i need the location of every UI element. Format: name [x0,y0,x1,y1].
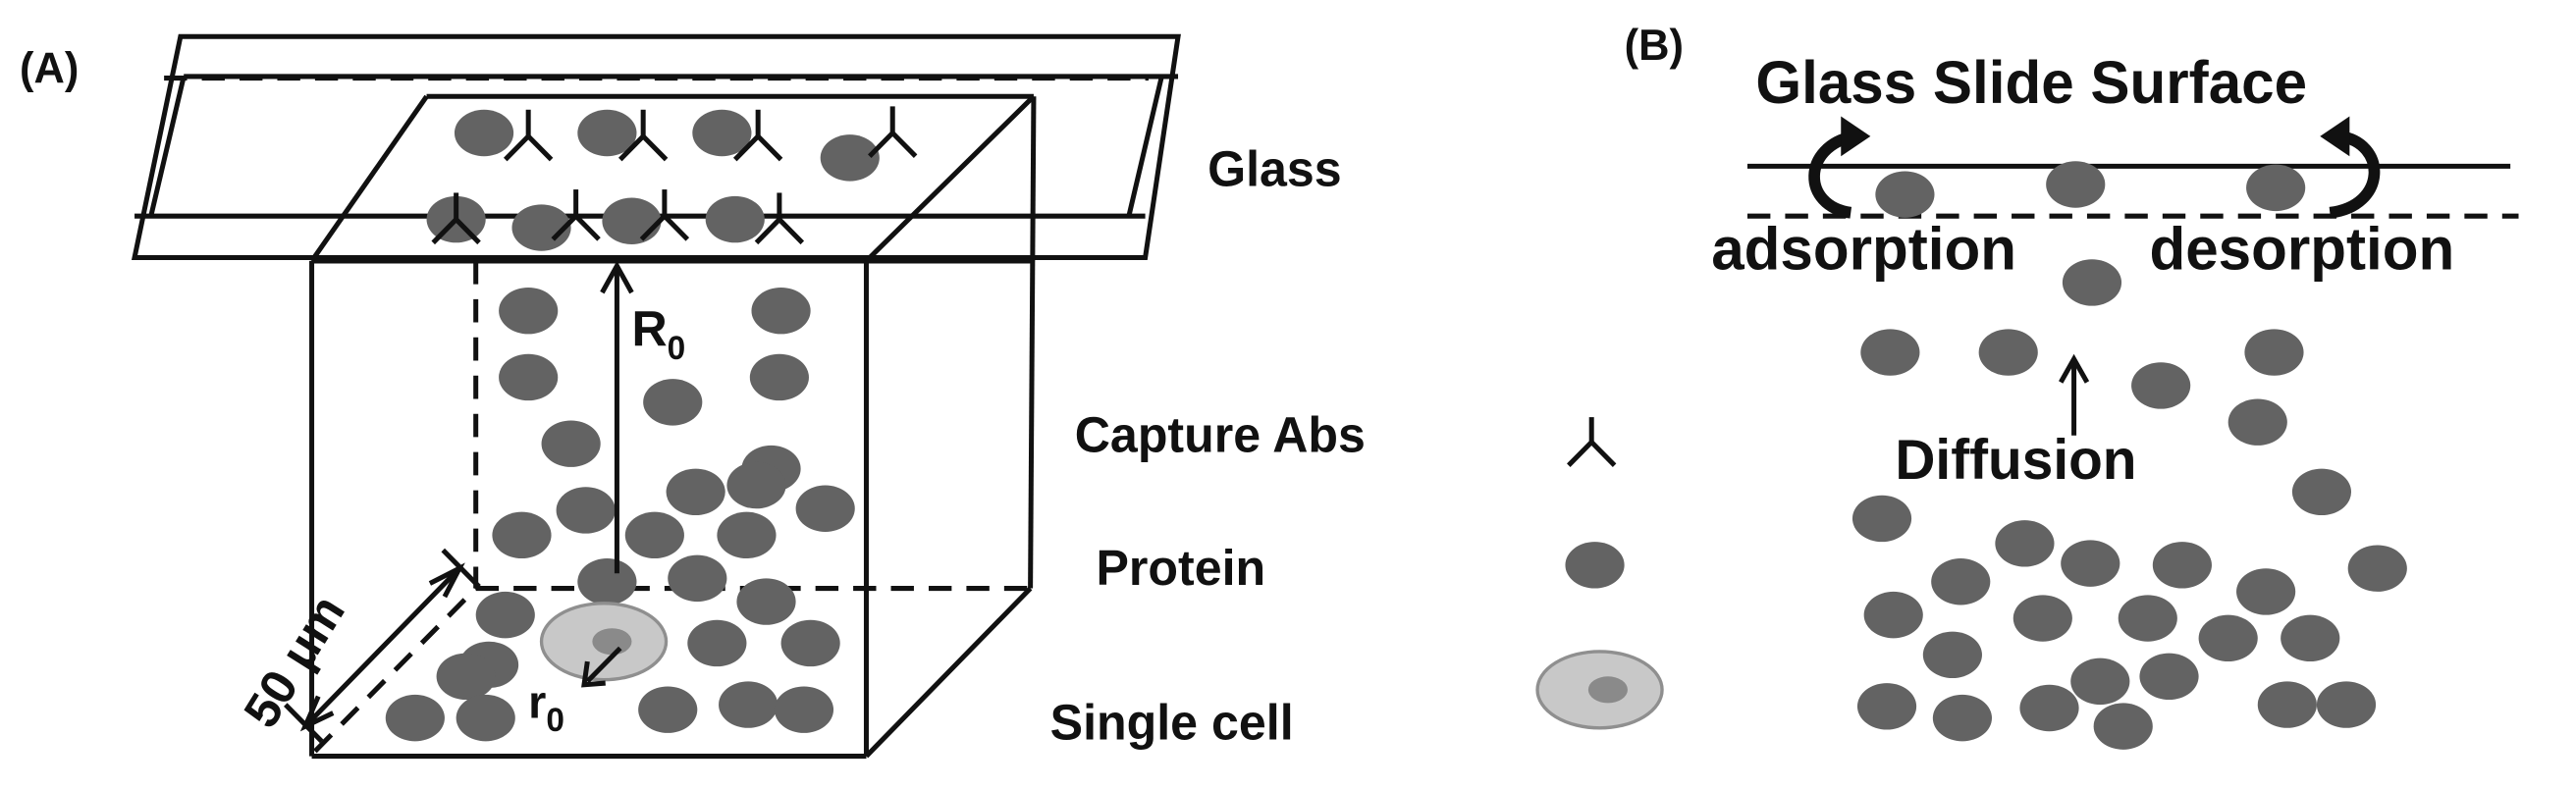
glass-label: Glass [1208,140,1342,196]
protein-dot [1860,329,1920,376]
protein-dot [1932,694,1993,742]
diffusion-arrow [2059,353,2090,436]
protein-dot [726,461,786,509]
protein-dot [385,694,445,742]
protein-dot [2227,398,2287,446]
capture-antibody [503,109,554,162]
protein-dot [2131,362,2191,409]
protein-dot [692,109,752,157]
protein-dot [795,485,855,532]
r0-label: R0 [631,300,685,367]
protein-dot [2281,614,2340,662]
small-r0-label: r0 [528,675,564,739]
protein-dot [666,468,725,516]
panel-a-capture-antibodies [431,106,918,245]
protein-dot [456,694,515,742]
desorption-arrow-icon [2320,116,2381,219]
adsorption-arrow-icon [1808,116,1871,219]
panel-b-label: (B) [1625,22,1684,70]
capture-antibody [868,106,918,158]
protein-dot [1931,558,1991,605]
protein-dot [492,511,552,559]
protein-dot [2070,658,2130,706]
protein-dot [436,653,496,701]
protein-dot [780,619,840,667]
protein-dot [2244,329,2304,376]
protein-dot [751,287,811,335]
protein-dot [2061,540,2120,587]
legend-single-cell-label: Single cell [1050,694,1294,750]
desorption-label: desorption [2149,215,2454,282]
protein-dot [541,420,601,467]
protein-dot [1852,495,1912,543]
protein-dot [1922,631,1982,678]
capture-antibody [732,109,783,162]
capture-antibody [431,192,481,245]
protein-dot [1978,329,2038,376]
panel-b-proteins [1852,161,2407,750]
capture-antibody [639,189,690,241]
legend-protein-label: Protein [1096,540,1265,596]
protein-dot [705,195,765,243]
protein-dot [749,353,809,401]
protein-dot [820,134,880,182]
protein-dot [1875,171,1935,218]
capture-antibody-icon [1567,417,1617,468]
protein-dot [556,487,616,534]
protein-dot [2118,595,2177,642]
dimension-marker [284,548,481,744]
protein-dot [774,686,834,733]
protein-dot [2246,164,2306,212]
single-cell-icon [539,602,669,682]
protein-dot [1856,683,1917,730]
protein-dot [2062,259,2122,306]
protein-dot [643,379,703,426]
r0-arrow [600,260,634,574]
capture-antibody [551,189,601,241]
protein-dot [624,511,684,559]
small-r0-arrow [581,646,622,688]
protein-dot [2152,542,2212,589]
protein-dot [736,578,796,625]
protein-dot [2236,568,2296,615]
protein-dot [475,591,535,639]
protein-dot [2046,161,2106,208]
protein-dot [602,197,662,244]
diffusion-label: Diffusion [1895,428,2136,491]
protein-dot [499,287,559,335]
panel-a-label: (A) [20,44,79,92]
chamber-box [309,93,1037,760]
legend-capture-abs-label: Capture Abs [1075,406,1366,462]
protein-dot [719,681,778,728]
protein-dot [1995,520,2055,567]
protein-dot [2257,681,2317,728]
protein-dot [2019,684,2079,732]
protein-dot [638,686,698,733]
protein-dot [2347,545,2407,592]
protein-icon [1565,542,1625,589]
adsorption-label: adsorption [1711,215,2016,282]
protein-dot [2139,653,2199,701]
protein-dot [2198,614,2258,662]
capture-antibody [617,109,669,162]
protein-dot [2093,703,2153,750]
protein-dot [717,511,777,559]
protein-dot [1863,591,1923,639]
panel-a-proteins [385,109,880,742]
capture-antibody [754,192,805,245]
protein-dot [577,109,637,157]
protein-dot [454,109,514,157]
protein-dot [2291,468,2352,516]
legend-single-cell-icon [1535,650,1664,730]
protein-dot [499,353,559,401]
panel-b-title: Glass Slide Surface [1755,49,2307,116]
protein-dot [2012,595,2072,642]
protein-dot [668,554,727,603]
protein-dot [2316,681,2377,728]
protein-dot [687,619,747,667]
protein-dot [577,558,637,605]
